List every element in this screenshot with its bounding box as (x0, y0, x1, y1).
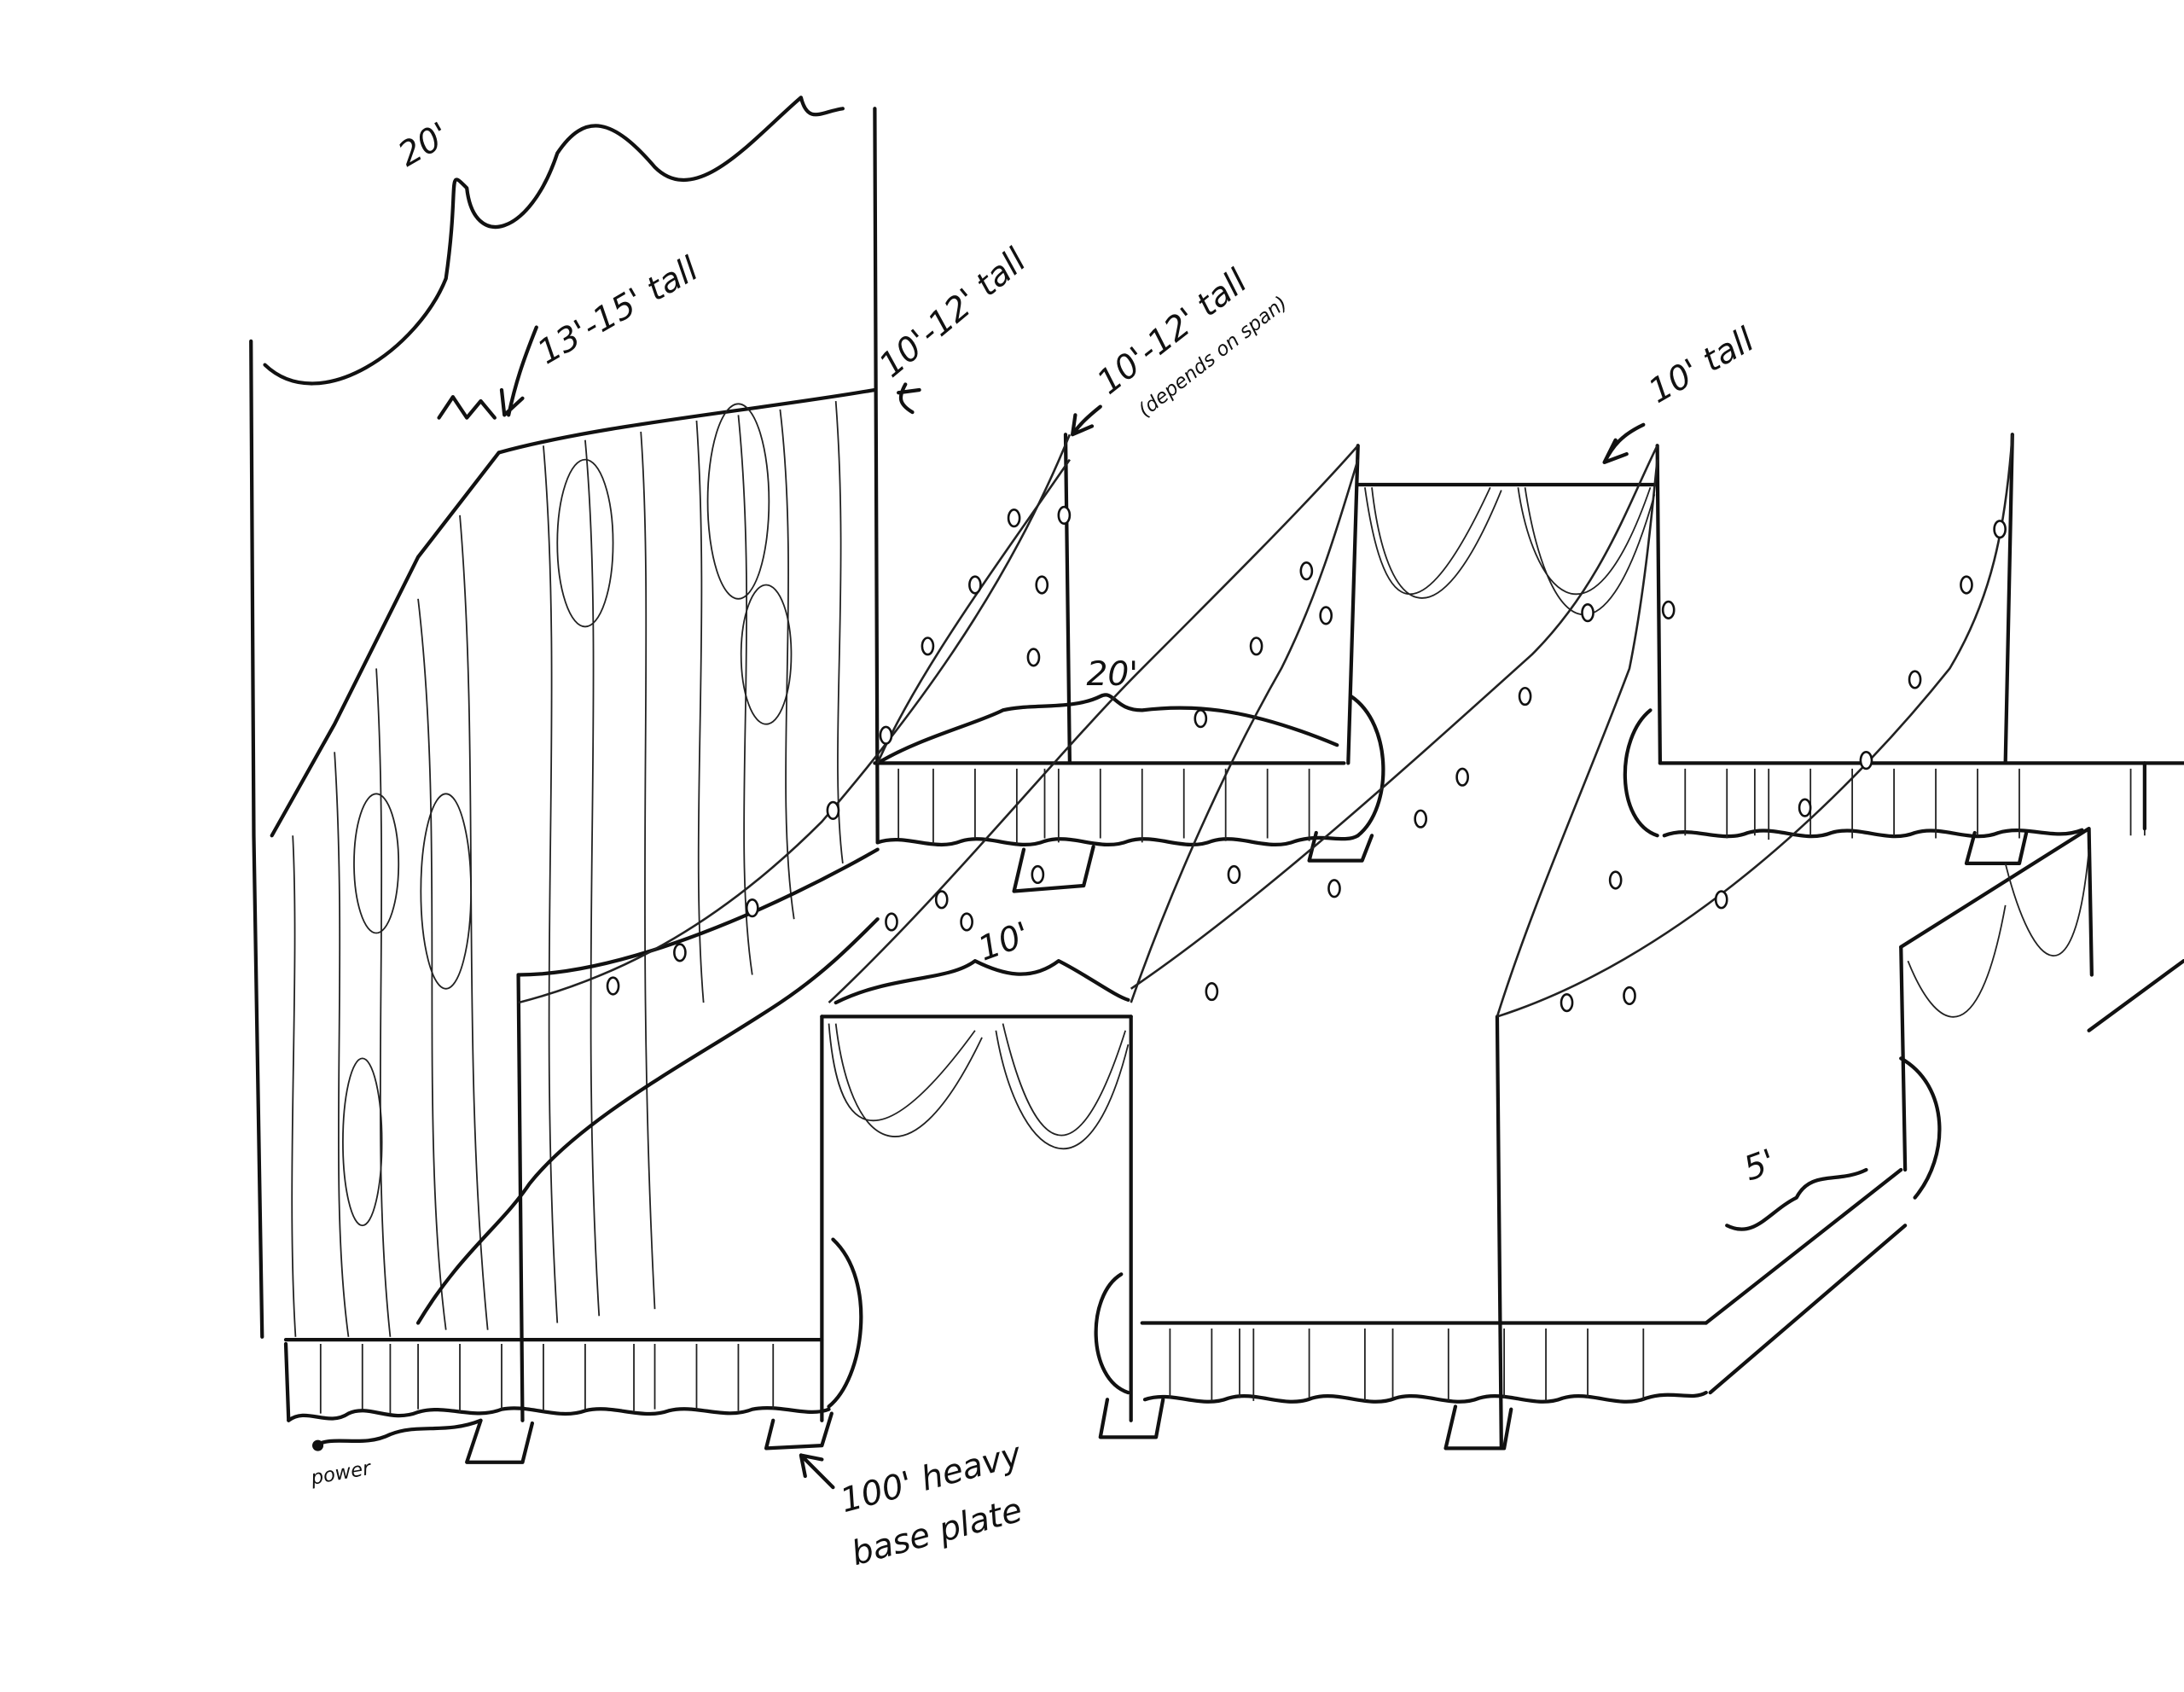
annotation-arrows (499, 325, 1646, 1490)
label-rear-width: 20' (1086, 655, 1138, 694)
rear-middle-section (873, 433, 1663, 847)
label-wall-height: 10'-12' tall (872, 241, 1033, 386)
right-front-section (1140, 826, 2184, 1451)
light-bulbs (606, 505, 2007, 1013)
base-plates (465, 830, 2029, 1464)
label-power: power (309, 1457, 375, 1490)
front-left-skirting (283, 1337, 831, 1451)
string-lights (518, 433, 2014, 1018)
backdrop-drape-folds (291, 400, 844, 1337)
label-backdrop-width: 20' (392, 115, 456, 174)
label-right-height: 10' tall (1642, 321, 1761, 411)
front-middle-section (820, 959, 1133, 1422)
right-rear-section (1658, 433, 2184, 840)
label-backdrop-height: 13'-15' tall (531, 250, 705, 372)
label-front-width: 10' (973, 916, 1035, 969)
tall-backdrop (249, 96, 880, 1422)
label-step-width: 5' (1739, 1143, 1780, 1189)
